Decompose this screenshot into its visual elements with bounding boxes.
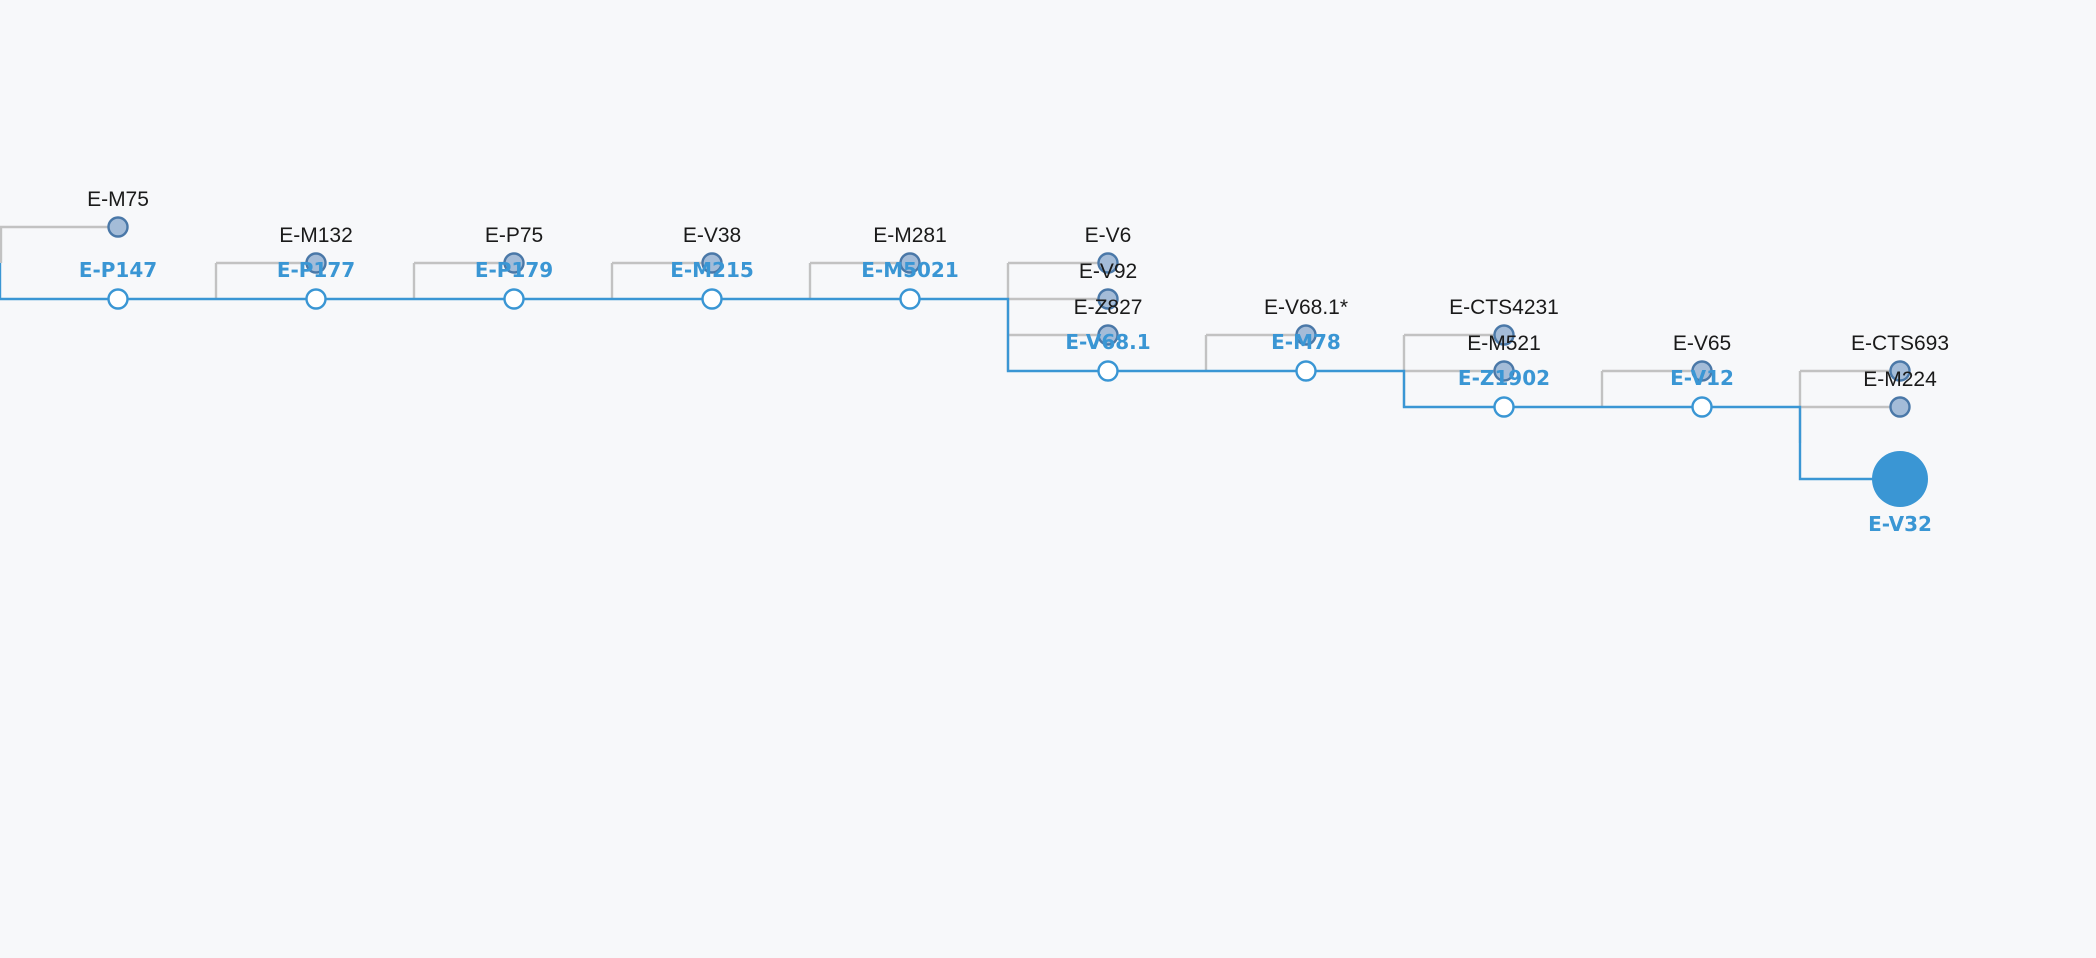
branch-root-main <box>0 263 118 301</box>
haplogroup-label-e-m78: E-M78 <box>1271 330 1341 354</box>
tree-branches <box>0 225 1900 481</box>
haplogroup-label-e-m5021: E-M5021 <box>861 258 959 282</box>
leaf-label-e-m224: E-M224 <box>1863 368 1937 391</box>
leaf-node-e-p75[interactable] <box>503 252 525 274</box>
leaf-node-e-m281[interactable] <box>899 252 921 274</box>
haplogroup-label-e-v68-1: E-V68.1 <box>1065 330 1150 354</box>
branch-main-e-m5021 <box>910 297 1108 373</box>
haplogroup-label-e-p177: E-P177 <box>277 258 355 282</box>
leaf-label-e-m75: E-M75 <box>87 188 149 211</box>
haplogroup-label-e-z1902: E-Z1902 <box>1458 366 1550 390</box>
leaf-node-e-v38[interactable] <box>701 252 723 274</box>
haplogroup-label-e-m215: E-M215 <box>670 258 754 282</box>
haplogroup-node-e-v12[interactable] <box>1691 396 1713 418</box>
branch-main-e-m78 <box>1306 369 1504 409</box>
leaf-node-e-v65[interactable] <box>1691 360 1713 382</box>
leaf-label-e-cts4231: E-CTS4231 <box>1449 296 1559 319</box>
target-label: E-V32 <box>1868 512 1932 536</box>
leaf-node-e-m224[interactable] <box>1889 396 1911 418</box>
haplogroup-node-e-v68-1[interactable] <box>1097 360 1119 382</box>
branch-main-e-v12 <box>1702 405 1900 481</box>
haplogroup-node-e-p147[interactable] <box>107 288 129 310</box>
leaf-label-e-v68-1: E-V68.1* <box>1264 296 1348 319</box>
leaf-node-e-m75[interactable] <box>107 216 129 238</box>
haplogroup-label-e-p147: E-P147 <box>79 258 157 282</box>
leaf-node-e-v6[interactable] <box>1097 252 1119 274</box>
leaf-label-e-z827: E-Z827 <box>1074 296 1143 319</box>
leaf-node-e-v68-1[interactable] <box>1295 324 1317 346</box>
leaf-label-e-m132: E-M132 <box>279 224 353 247</box>
leaf-label-e-v6: E-V6 <box>1085 224 1132 247</box>
leaf-node-e-v92[interactable] <box>1097 288 1119 310</box>
leaf-label-e-v38: E-V38 <box>683 224 741 247</box>
tree-nodes <box>107 216 1928 507</box>
leaf-node-e-m132[interactable] <box>305 252 327 274</box>
leaf-label-e-v65: E-V65 <box>1673 332 1731 355</box>
haplogroup-node-e-p177[interactable] <box>305 288 327 310</box>
leaf-label-e-m521: E-M521 <box>1467 332 1541 355</box>
haplogroup-node-e-m215[interactable] <box>701 288 723 310</box>
leaf-node-e-cts693[interactable] <box>1889 360 1911 382</box>
target-node-e-v32[interactable] <box>1872 451 1928 507</box>
haplogroup-node-e-m78[interactable] <box>1295 360 1317 382</box>
haplogroup-label-e-v12: E-V12 <box>1670 366 1734 390</box>
haplogroup-node-e-z1902[interactable] <box>1493 396 1515 418</box>
leaf-label-e-m281: E-M281 <box>873 224 947 247</box>
haplogroup-label-e-p179: E-P179 <box>475 258 553 282</box>
leaf-label-e-v92: E-V92 <box>1079 260 1137 283</box>
haplogroup-node-e-p179[interactable] <box>503 288 525 310</box>
leaf-node-e-z827[interactable] <box>1097 324 1119 346</box>
haplogroup-node-e-m5021[interactable] <box>899 288 921 310</box>
leaf-label-e-cts693: E-CTS693 <box>1851 332 1949 355</box>
leaf-node-e-cts4231[interactable] <box>1493 324 1515 346</box>
leaf-node-e-m521[interactable] <box>1493 360 1515 382</box>
leaf-label-e-p75: E-P75 <box>485 224 543 247</box>
tree-labels: E-M75E-P147E-M132E-P177E-P75E-P179E-V38E… <box>79 188 1949 536</box>
